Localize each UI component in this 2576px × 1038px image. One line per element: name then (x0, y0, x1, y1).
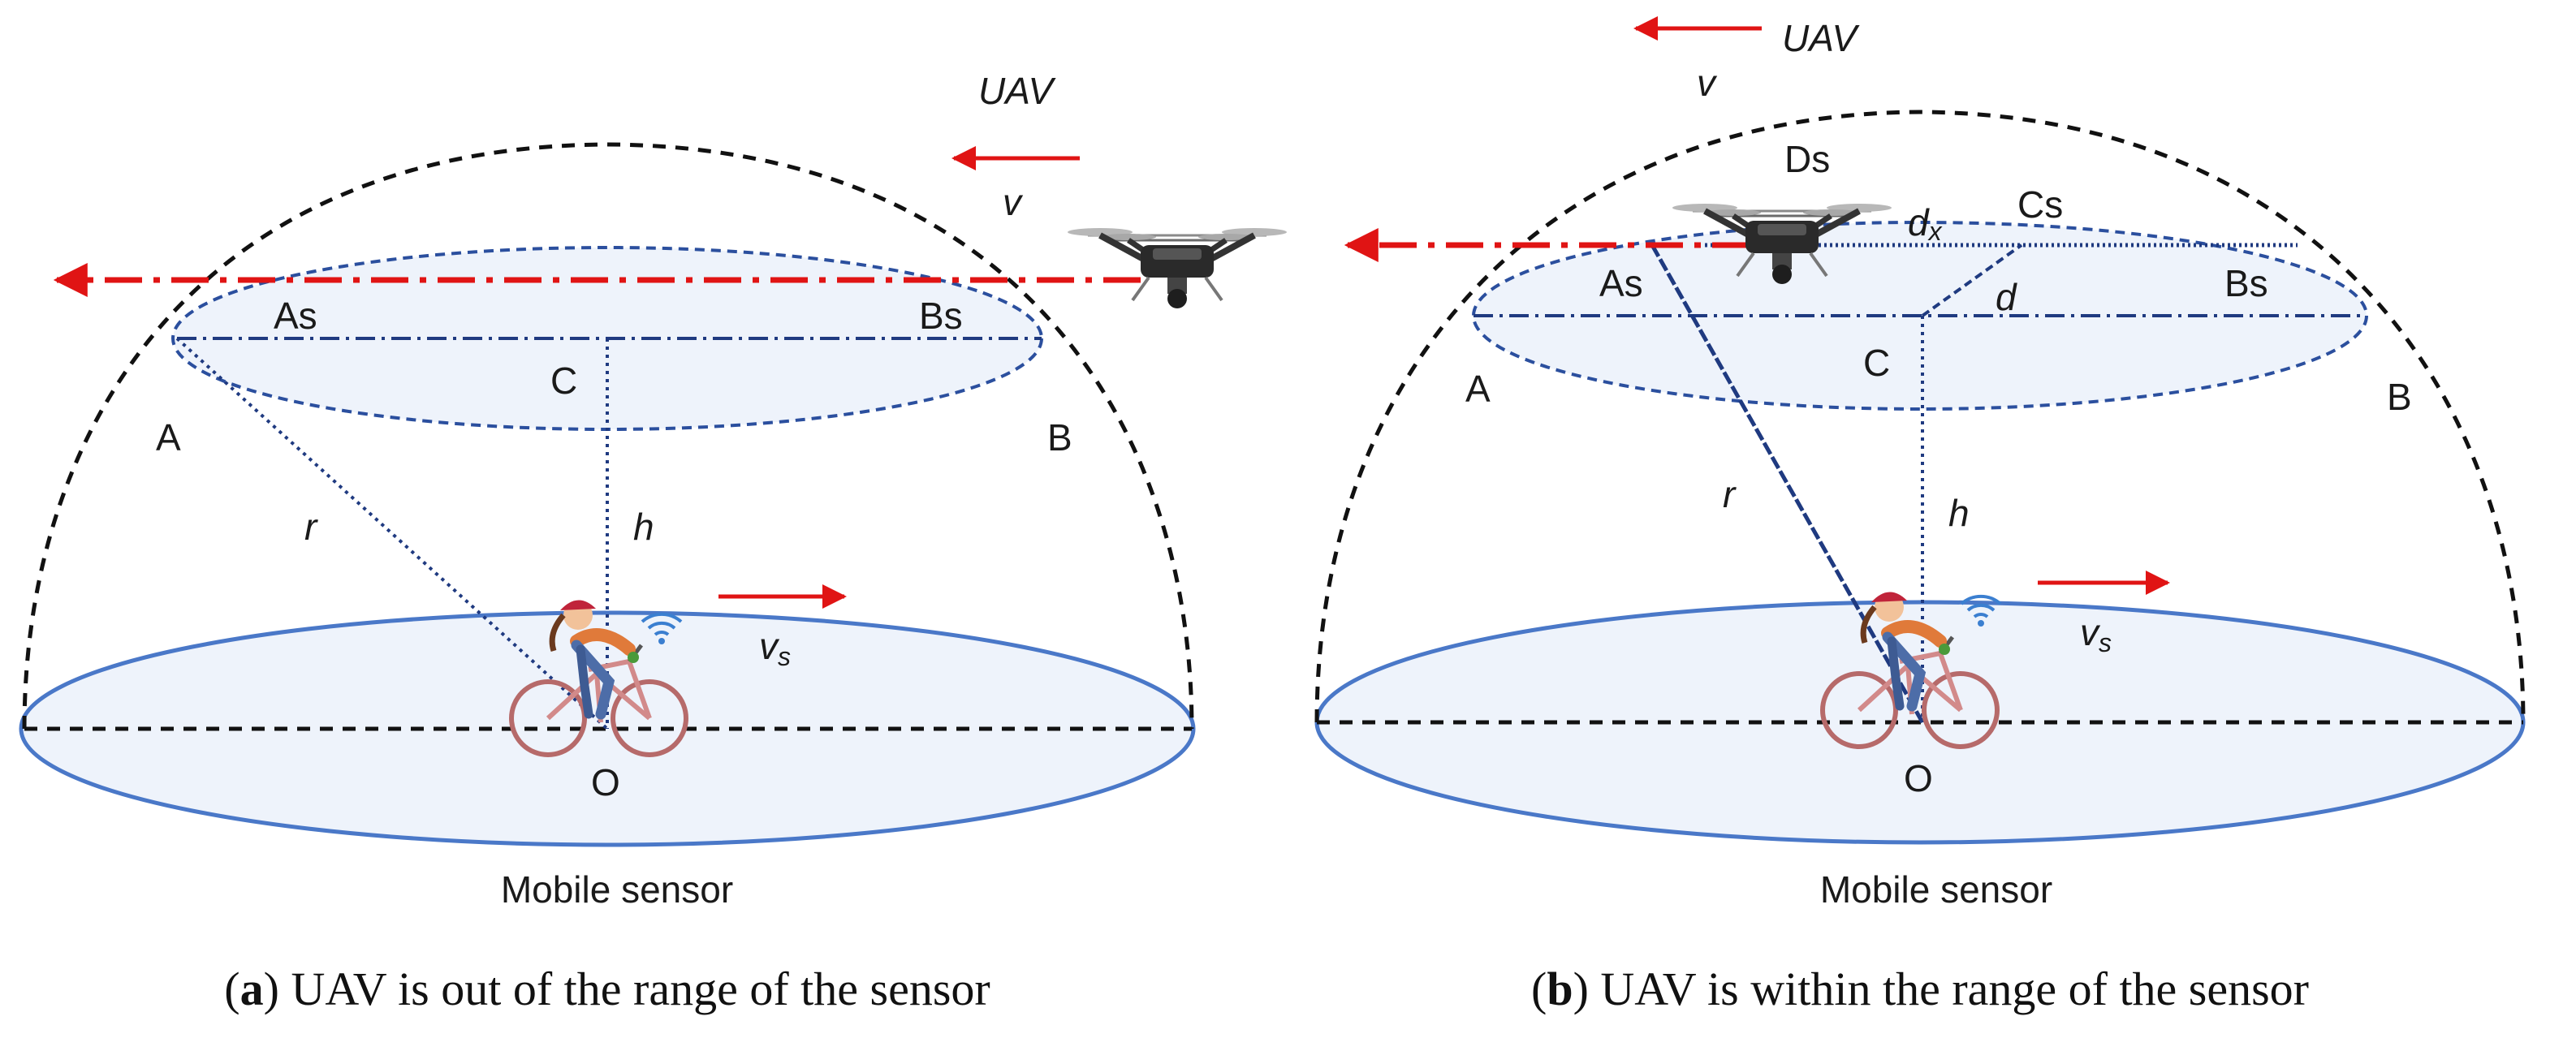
label-v: v (1697, 62, 1718, 104)
label-cs: Cs (2017, 183, 2063, 226)
label-v: v (1003, 181, 1024, 223)
coverage-hemisphere (1314, 110, 2526, 723)
label-bs: Bs (919, 295, 963, 337)
label-ds: Ds (1784, 138, 1830, 180)
label-o: O (591, 761, 620, 803)
d-line (1921, 243, 2023, 317)
drone-icon (1068, 228, 1287, 308)
panel-a: UAV v As Bs C A B r h vs O Mobile sensor… (19, 70, 1287, 1015)
label-d: d (1996, 276, 2017, 318)
label-b: B (2387, 376, 2412, 418)
caption-a: (a) UAV is out of the range of the senso… (224, 963, 990, 1015)
label-vs: vs (2080, 611, 2112, 657)
label-b: B (1047, 416, 1072, 459)
label-uav: UAV (1782, 17, 1860, 59)
label-a: A (1465, 368, 1491, 410)
label-as: As (274, 295, 317, 337)
label-r: r (1723, 473, 1737, 515)
label-a: A (156, 416, 181, 459)
label-h: h (633, 506, 654, 548)
label-dx: dx (1908, 201, 1943, 246)
label-o: O (1904, 757, 1933, 799)
caption-b: (b) UAV is within the range of the senso… (1531, 963, 2309, 1015)
coverage-hemisphere (22, 142, 1194, 730)
label-as: As (1599, 262, 1643, 304)
label-c: C (550, 360, 577, 402)
label-r: r (304, 506, 318, 548)
label-uav: UAV (978, 70, 1056, 112)
label-h: h (1948, 492, 1970, 534)
label-sensor: Mobile sensor (1820, 868, 2052, 911)
radius-line (1650, 243, 1925, 724)
label-sensor: Mobile sensor (501, 868, 733, 911)
label-vs: vs (759, 625, 791, 671)
label-c: C (1863, 342, 1890, 384)
panel-b: UAV v Ds Cs dx d As Bs C A B r h vs O Mo… (1314, 16, 2526, 1015)
label-bs: Bs (2224, 262, 2268, 304)
